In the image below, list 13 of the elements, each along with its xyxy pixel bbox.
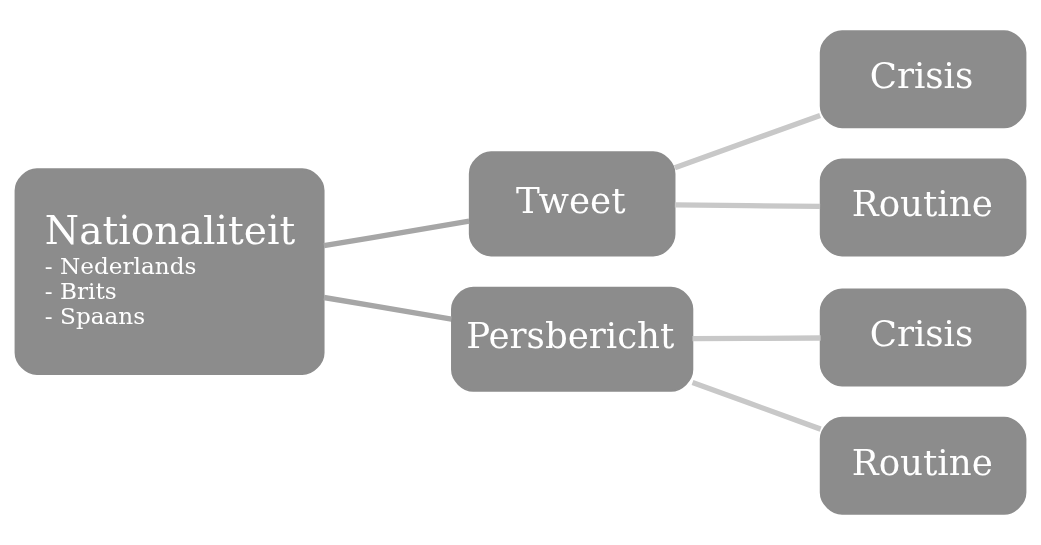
connector xyxy=(674,202,821,210)
node-box: Crisis xyxy=(819,288,1027,387)
connector xyxy=(673,113,821,171)
node-box: Nationaliteit - Nederlands - Brits - Spaans xyxy=(14,168,325,375)
connector xyxy=(323,218,470,249)
node-box: Tweet xyxy=(468,151,676,257)
node-box: Persbericht xyxy=(451,286,694,392)
node-box: Routine xyxy=(819,158,1027,257)
connector xyxy=(323,294,452,322)
node-box: Routine xyxy=(819,416,1027,515)
connector xyxy=(692,335,821,342)
connector xyxy=(691,379,822,432)
node-box: Crisis xyxy=(819,30,1027,129)
